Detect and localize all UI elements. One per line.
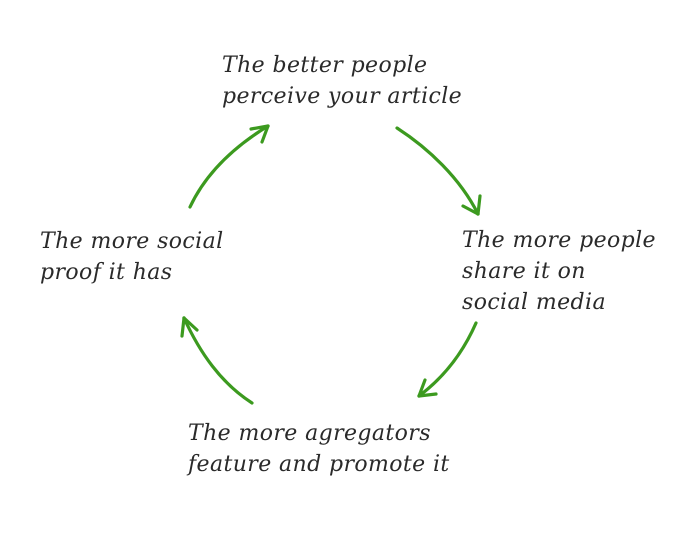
arrow-left-to-top-icon	[188, 124, 270, 209]
node-text-line: feature and promote it	[188, 452, 450, 477]
node-text-line: proof it has	[40, 260, 173, 285]
node-text-line: The more social	[40, 229, 224, 254]
node-more-shares: The more people share it on social media	[462, 225, 656, 318]
arrow-right-to-bottom-icon	[417, 321, 478, 398]
arrow-bottom-to-left-icon	[180, 316, 254, 405]
node-more-aggregators: The more agregators feature and promote …	[188, 418, 450, 480]
node-text-line: share it on	[462, 259, 586, 284]
node-text-line: social media	[462, 290, 606, 315]
node-more-social-proof: The more social proof it has	[40, 226, 224, 288]
node-text-line: The more agregators	[188, 421, 431, 446]
arrow-top-to-right-icon	[395, 126, 482, 216]
node-text-line: perceive your article	[222, 84, 463, 109]
node-text-line: The better people	[222, 53, 428, 78]
node-better-perception: The better people perceive your article	[222, 50, 462, 112]
node-text-line: The more people	[462, 228, 656, 253]
